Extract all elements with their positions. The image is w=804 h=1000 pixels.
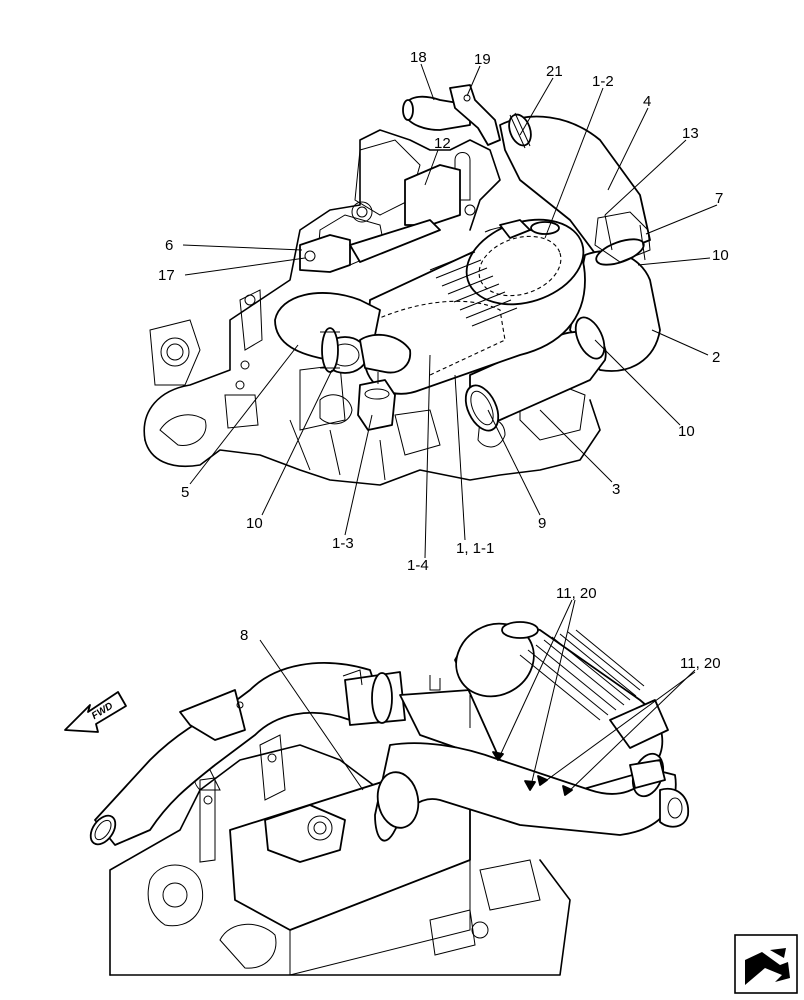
inlet-tube-lower — [89, 662, 406, 846]
callout-18: 18 — [410, 49, 427, 66]
forward-arrow-icon: FWD — [64, 691, 127, 733]
callout-17: 17 — [158, 267, 175, 284]
callout-7: 7 — [715, 190, 723, 207]
callout-21: 21 — [546, 63, 563, 80]
callout-13: 13 — [682, 125, 699, 142]
left-clamps — [320, 327, 340, 373]
callout-19: 19 — [474, 51, 491, 68]
callout-4: 4 — [643, 93, 651, 110]
mounting-bracket-upper — [299, 164, 476, 273]
callout-9: 9 — [538, 515, 546, 532]
callout-5: 5 — [181, 484, 189, 501]
callout-2: 2 — [712, 349, 720, 366]
callout-10-upper-right: 10 — [712, 247, 729, 264]
callout-12: 12 — [434, 135, 451, 152]
lower-assembly-view — [89, 621, 689, 976]
callout-10-left: 10 — [246, 515, 263, 532]
upper-assembly-view — [143, 84, 661, 486]
callout-1-2: 1-2 — [592, 73, 614, 90]
outlet-elbow-lower — [374, 742, 689, 842]
lower-hose — [464, 316, 607, 432]
callout-1-4: 1-4 — [407, 557, 429, 574]
lower-callouts: 11, 20 8 11, 20 — [240, 585, 721, 796]
upper-callouts: 18 19 21 1-2 4 13 12 7 10 6 17 2 10 3 5 … — [158, 49, 729, 574]
callout-1-1: 1, 1-1 — [456, 540, 494, 557]
air-cleaner-lower — [454, 621, 669, 791]
page-turn-icon[interactable] — [734, 934, 798, 994]
callout-1-3: 1-3 — [332, 535, 354, 552]
inlet-pipe-assembly — [402, 84, 651, 261]
callout-11-20-right: 11, 20 — [680, 655, 721, 672]
callout-8: 8 — [240, 627, 248, 644]
callout-11-20-upper: 11, 20 — [556, 585, 597, 602]
callout-3: 3 — [612, 481, 620, 498]
air-cleaner-upper — [274, 218, 586, 431]
callout-6: 6 — [165, 237, 173, 254]
callout-10-right: 10 — [678, 423, 695, 440]
